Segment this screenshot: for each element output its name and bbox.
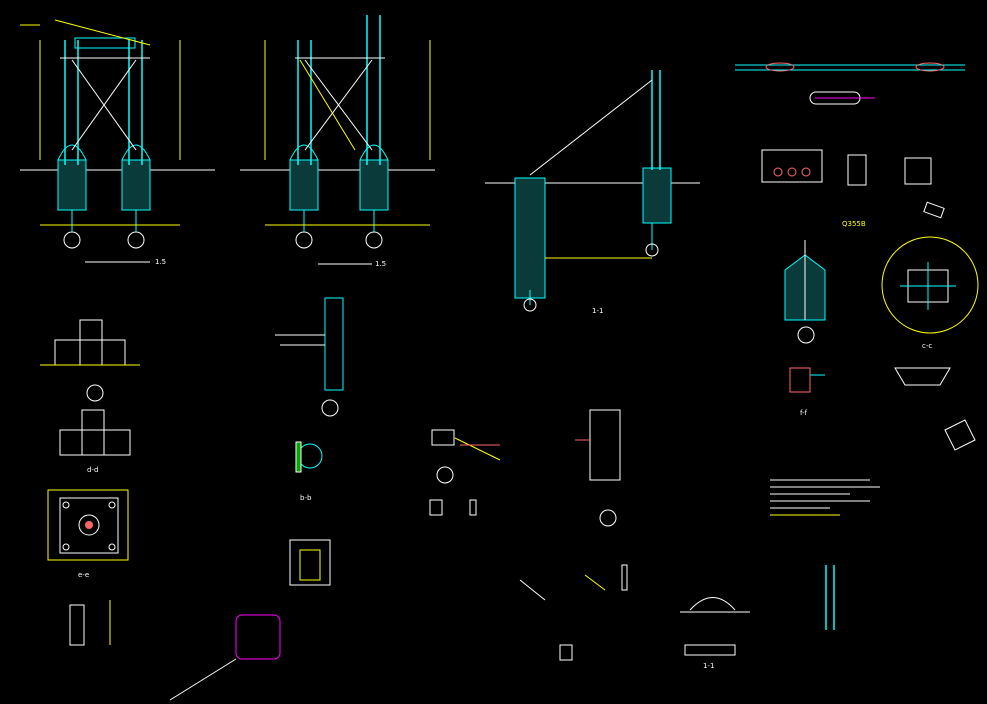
elevation-a-scale: 1.5 (155, 258, 166, 266)
section-b-b: b-b (300, 494, 312, 502)
section-f-f: f-f (800, 409, 808, 417)
node-detail: c-c f-f (784, 236, 979, 451)
elevation-a: 1.5 (20, 19, 215, 266)
steel-grade-label: Q355B (842, 220, 866, 228)
base-plate-details: d-d e-e (40, 319, 140, 646)
section-d-d: d-d (87, 466, 98, 474)
section-1-1: 1-1 (485, 70, 700, 315)
bracket-details (429, 409, 621, 527)
notes (770, 479, 880, 516)
section-e-e: e-e (78, 571, 89, 579)
detail-cable: Q355B (735, 62, 965, 228)
section-c-c: c-c (922, 342, 932, 350)
bottom-section-label: 1-1 (703, 662, 714, 670)
bottom-details: 1-1 (519, 564, 835, 670)
elevation-b-scale: 1.5 (375, 260, 386, 268)
elevation-b: 1.5 (240, 15, 435, 268)
section-1-1-title: 1-1 (592, 307, 603, 315)
connection-details: b-b (169, 297, 344, 701)
